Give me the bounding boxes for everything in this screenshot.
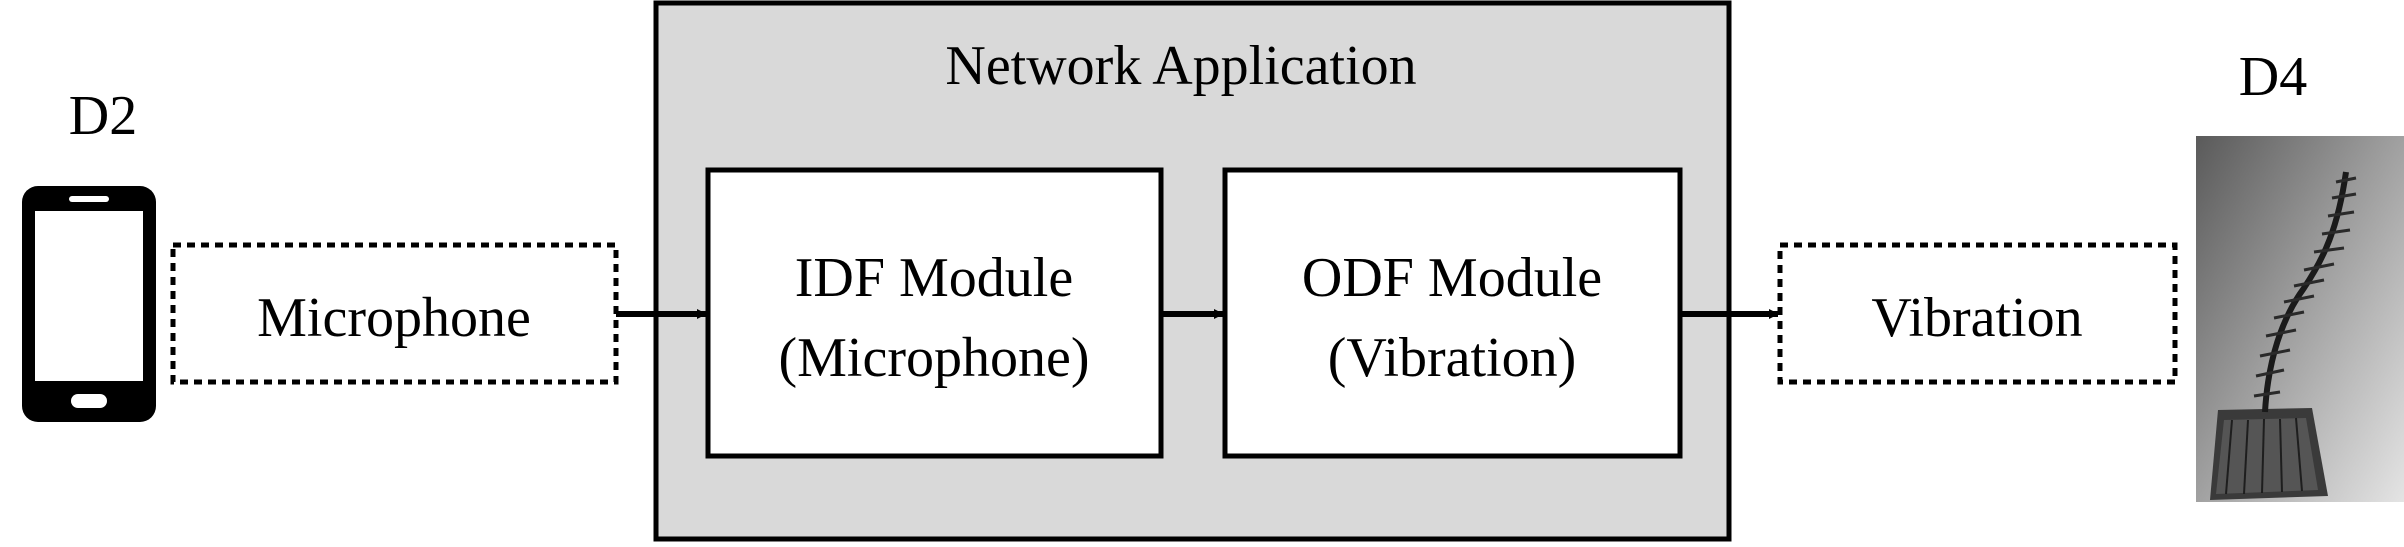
odf-module-title: ODF Module [1302,247,1602,309]
smartphone-icon [22,186,156,422]
network-application-title: Network Application [945,35,1416,97]
input-feature-box [170,242,619,385]
output-feature-label: Vibration [1871,287,2082,349]
idf-module-box [705,167,1164,459]
idf-module-subtitle: (Microphone) [778,327,1089,389]
device-label-left: D2 [69,85,137,147]
output-feature-box [1777,242,2178,385]
input-feature-label: Microphone [257,287,531,349]
device-label-right: D4 [2239,46,2307,108]
idf-module-title: IDF Module [795,247,1073,309]
vibration-device-photo [2196,136,2404,502]
odf-module-box [1222,167,1683,459]
odf-module-subtitle: (Vibration) [1328,327,1577,389]
